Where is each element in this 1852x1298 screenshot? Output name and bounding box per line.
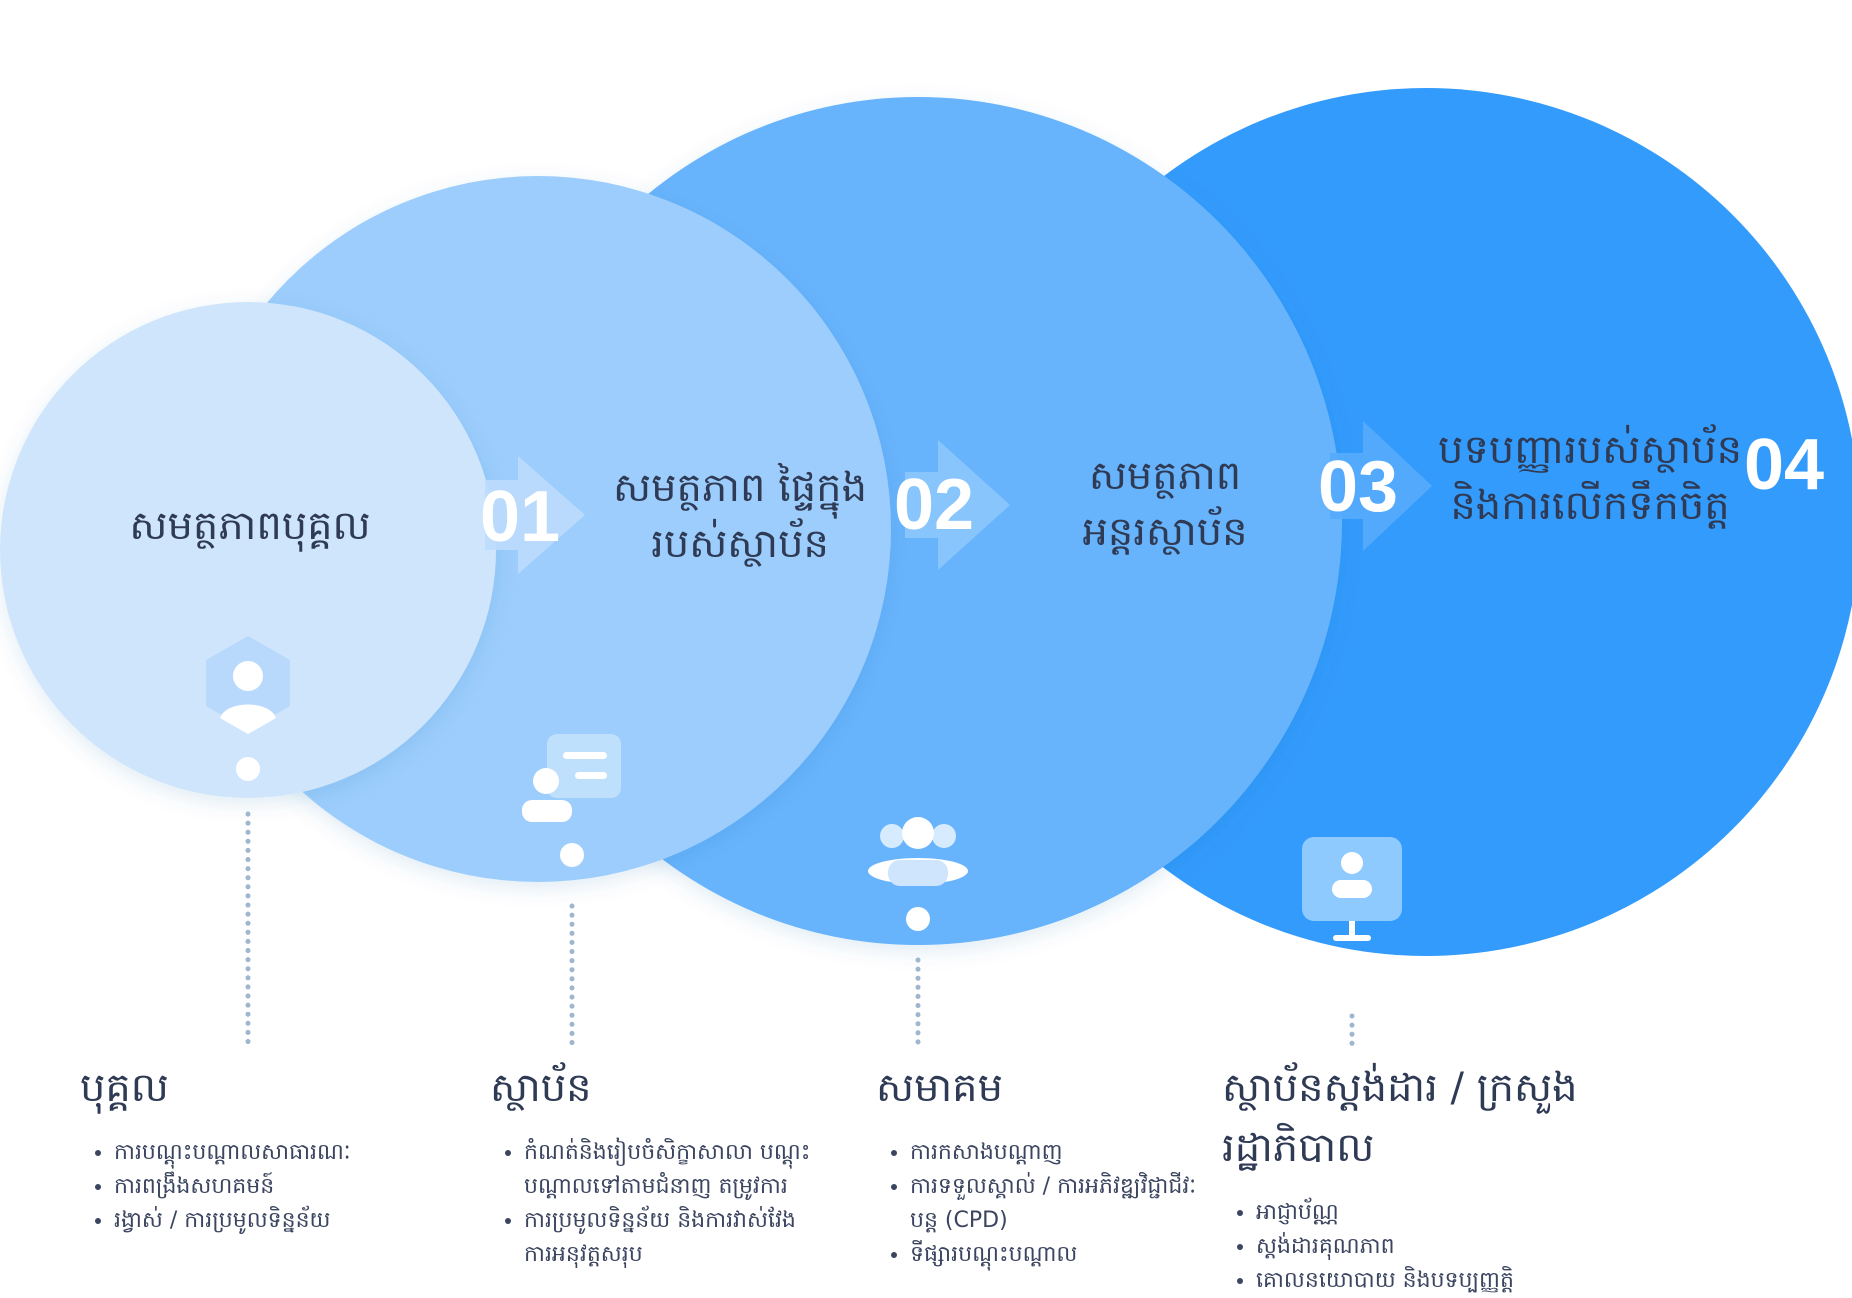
column-standards-ministry: ស្ថាប័នស្តង់ដារ / ក្រសួងរដ្ឋាភិបាល អាជ្ញ… bbox=[1222, 1058, 1602, 1298]
group-icon bbox=[868, 817, 968, 931]
presentation-icon bbox=[1302, 837, 1402, 986]
arrow-01 bbox=[485, 456, 585, 574]
list-item: គោលនយោបាយ និងបទប្បញ្ញត្តិ bbox=[1256, 1264, 1602, 1298]
list-item: ការប្រមូលទិន្នន័យ និងការវាស់វែងការអនុវត្… bbox=[524, 1204, 820, 1272]
stage-1-number: 01 bbox=[480, 477, 561, 557]
list-item: អាជ្ញាប័ណ្ណ bbox=[1256, 1196, 1602, 1230]
column-individual: បុគ្គល ការបណ្ដុះបណ្ដាលសាធារណៈ ការពង្រឹងស… bbox=[80, 1058, 410, 1238]
list-item: ការកសាងបណ្ដាញ bbox=[910, 1136, 1206, 1170]
person-badge-icon bbox=[206, 636, 290, 781]
column-heading: ស្ថាប័នស្តង់ដារ / ក្រសួងរដ្ឋាភិបាល bbox=[1222, 1065, 1578, 1171]
stage-4-number: 04 bbox=[1744, 425, 1825, 505]
stage-2-number: 02 bbox=[894, 465, 975, 545]
list-item: រង្វាស់ / ការប្រមូលទិន្នន័យ bbox=[114, 1204, 410, 1238]
list-item: ការទទួលស្គាល់ / ការអភិវឌ្ឍវិជ្ជាជីវៈបន្ត… bbox=[910, 1170, 1206, 1238]
list-item: កំណត់និងរៀបចំសិក្ខាសាលា បណ្ដុះបណ្ដាលទៅតា… bbox=[524, 1136, 820, 1204]
list-item: ស្តង់ដារគុណភាព bbox=[1256, 1230, 1602, 1264]
list-item: ការពង្រឹងសហគមន៍ bbox=[114, 1170, 410, 1204]
chat-person-icon bbox=[522, 734, 621, 867]
stage-1-circle bbox=[0, 302, 496, 798]
arrow-02 bbox=[905, 440, 1010, 570]
column-heading: ស្ថាប័ន bbox=[490, 1065, 592, 1111]
arrow-03 bbox=[1330, 421, 1432, 551]
list-item: ការបណ្ដុះបណ្ដាលសាធារណៈ bbox=[114, 1136, 410, 1170]
stage-3-number: 03 bbox=[1318, 447, 1399, 527]
stage-3-title: សមត្ថភាព អន្តរស្ថាប័ន bbox=[1082, 453, 1248, 555]
column-heading: បុគ្គល bbox=[80, 1065, 169, 1111]
list-item: ទីផ្សារបណ្ដុះបណ្ដាល bbox=[910, 1238, 1206, 1272]
stage-1-title: សមត្ថភាពបុគ្គល bbox=[129, 503, 371, 549]
stage-2-title: សមត្ថភាព ផ្ទៃក្នុងរបស់ស្ថាប័ន bbox=[613, 465, 867, 567]
stage-4-title: បទបញ្ញារបស់ស្ថាប័ន និងការលើកទឹកចិត្ត bbox=[1438, 427, 1742, 529]
column-heading: សមាគម bbox=[876, 1065, 1003, 1111]
column-association: សមាគម ការកសាងបណ្ដាញ ការទទួលស្គាល់ / ការអ… bbox=[876, 1058, 1206, 1272]
column-institution: ស្ថាប័ន កំណត់និងរៀបចំសិក្ខាសាលា បណ្ដុះបណ… bbox=[490, 1058, 820, 1272]
